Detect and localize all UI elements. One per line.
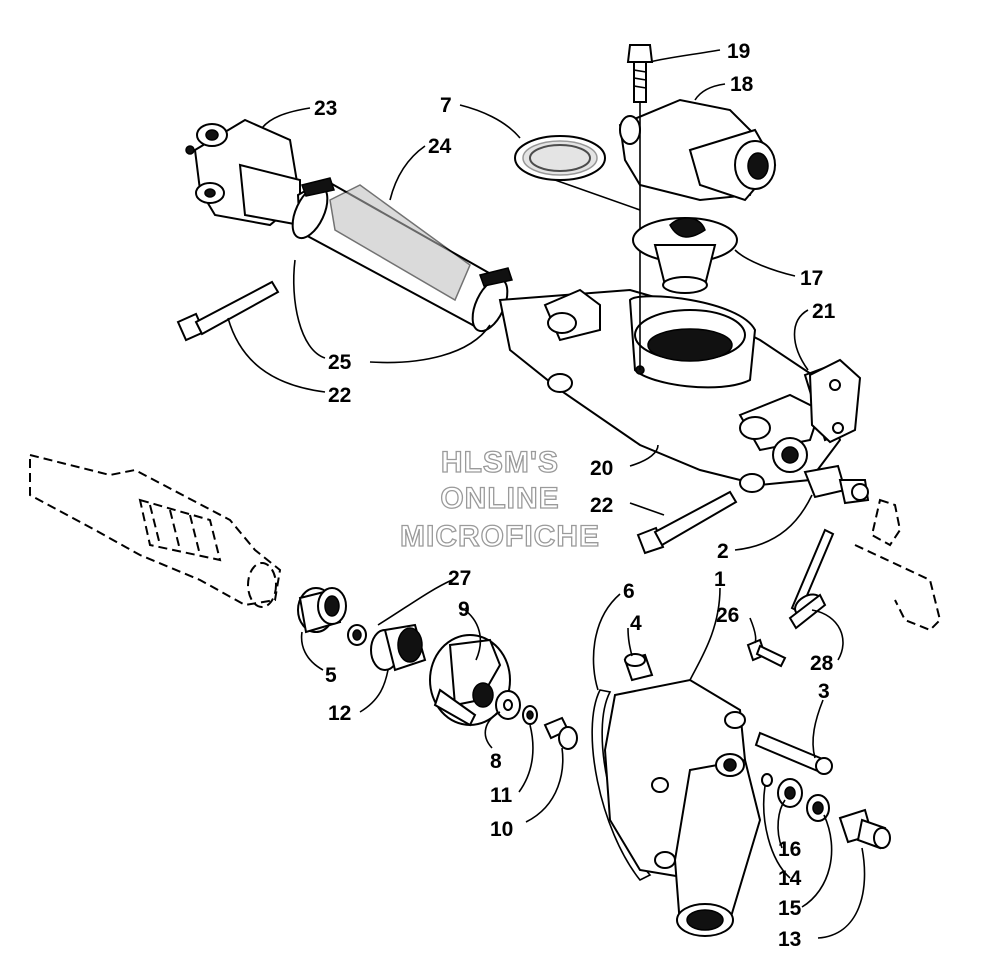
- part-23-elbow-fitting: [185, 118, 302, 227]
- leader-lines: [227, 49, 866, 939]
- part-27-seal-ring: [347, 624, 367, 646]
- watermark-line-2: ONLINE: [440, 482, 559, 515]
- part-16-washer: [777, 778, 803, 808]
- callout-21: 21: [812, 300, 836, 323]
- callout-6: 6: [623, 580, 635, 603]
- callout-labels: 19 18 7 23 24 17 21 25 22 20 22 2 27 6 1…: [314, 40, 836, 951]
- callout-5: 5: [325, 664, 337, 687]
- callout-3: 3: [818, 680, 830, 703]
- part-12-mechanical-seal: [370, 623, 427, 672]
- callout-22-upper: 22: [328, 384, 351, 407]
- callout-27: 27: [448, 567, 471, 590]
- part-22-bolt-middle: [636, 490, 738, 555]
- callout-16: 16: [778, 838, 801, 861]
- callout-26: 26: [716, 604, 739, 627]
- watermark-line-1: HLSM'S: [441, 446, 559, 479]
- callout-18: 18: [730, 73, 754, 96]
- callout-24: 24: [428, 135, 452, 158]
- part-18-thermostat-housing: [618, 98, 777, 202]
- part-8-washer: [495, 690, 521, 720]
- callout-7: 7: [440, 94, 452, 117]
- callout-1: 1: [714, 568, 726, 591]
- part-shaft-dashed: [29, 453, 282, 608]
- callout-14: 14: [778, 867, 802, 890]
- part-2-temperature-sensor: [803, 464, 870, 505]
- part-13-drain-plug: [838, 808, 891, 850]
- callout-8: 8: [490, 750, 502, 773]
- callout-17: 17: [800, 267, 823, 290]
- part-5-bearing: [297, 587, 347, 634]
- part-21-gasket-plate: [808, 358, 862, 444]
- part-28-cable-tie: [788, 528, 835, 630]
- callout-15: 15: [778, 897, 802, 920]
- part-4-dowel-pin: [623, 653, 654, 682]
- callout-25: 25: [328, 351, 352, 374]
- callout-12: 12: [328, 702, 351, 725]
- part-14-o-ring: [761, 773, 773, 787]
- callout-4: 4: [630, 612, 642, 635]
- sensor-connector-dashed: [854, 498, 942, 632]
- callout-9: 9: [458, 598, 470, 621]
- part-24-coolant-hose: [291, 177, 513, 333]
- watermark-line-3: MICROFICHE: [400, 520, 600, 553]
- part-22-bolt-upper: [176, 280, 280, 342]
- part-6-o-ring: [591, 689, 652, 882]
- part-3-long-bolt: [754, 731, 833, 775]
- part-7-gasket: [514, 135, 606, 181]
- part-9-impeller: [429, 634, 511, 727]
- callout-11: 11: [490, 784, 513, 807]
- callout-2: 2: [717, 540, 729, 563]
- callout-23: 23: [314, 97, 337, 120]
- part-17-thermostat: [632, 217, 738, 294]
- part-26-screw: [746, 638, 787, 668]
- part-10-screw: [543, 716, 578, 750]
- part-1-pump-cover: [603, 678, 762, 937]
- part-19-bolt: [626, 44, 654, 370]
- part-15-seal-washer: [806, 794, 830, 822]
- callout-13: 13: [778, 928, 801, 951]
- watermark: HLSM'S ONLINE MICROFICHE: [399, 445, 600, 553]
- callout-20: 20: [590, 457, 613, 480]
- callout-22-middle: 22: [590, 494, 613, 517]
- part-11-lock-washer: [522, 705, 538, 725]
- callout-28: 28: [810, 652, 834, 675]
- callout-10: 10: [490, 818, 513, 841]
- callout-19: 19: [727, 40, 750, 63]
